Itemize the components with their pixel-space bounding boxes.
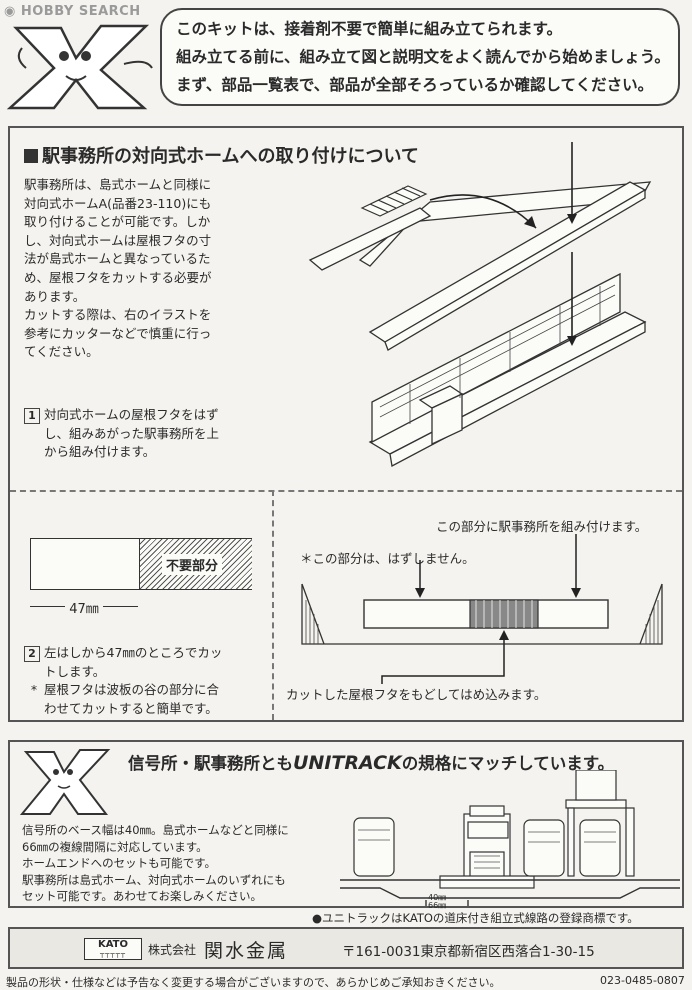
- square-bullet-icon: [24, 149, 38, 163]
- cut-placement-diagram: [301, 534, 663, 684]
- kato-logo: KATO ┬┬┬┬┬: [84, 938, 142, 960]
- platform-assembly-illustration: [308, 142, 652, 467]
- roof-lid-diagram: 不要部分: [30, 538, 252, 590]
- company-footer: KATO ┬┬┬┬┬ 株式会社 関水金属 〒161-0031東京都新宿区西落合1…: [8, 927, 684, 969]
- step-number: 2: [24, 646, 40, 662]
- callout-attach-office: この部分に駅事務所を組み付けます。: [436, 519, 648, 534]
- desc-line: ホームエンドへのセットも可能です。: [22, 856, 217, 870]
- company-prefix: 株式会社: [148, 943, 197, 957]
- unitrack-compat-panel: 信号所・駅事務所ともUNITRACKの規格にマッチしています。 信号所のベース幅…: [8, 740, 684, 910]
- desc-line: 66㎜の複線間隔に対応しています。: [22, 839, 208, 854]
- desc-line: め、屋根フタをカットする必要が: [24, 269, 212, 285]
- logo-track-icon: ┬┬┬┬┬: [99, 950, 127, 958]
- intro-line-3: まず、部品一覧表で、部品が全部そろっているか確認してください。: [176, 76, 654, 94]
- mascot-illustration: [6, 24, 153, 110]
- office-mounting-panel: 駅事務所の対向式ホームへの取り付けについて 駅事務所は、島式ホームと同様に 対向…: [8, 126, 684, 722]
- dimension-66: 66㎜: [428, 901, 447, 910]
- desc-line: 対向式ホームA(品番23-110)にも: [24, 195, 212, 211]
- unneeded-portion: 不要部分: [139, 539, 252, 589]
- mascot-small-illustration: [20, 749, 111, 815]
- company-name: 関水金属: [204, 940, 289, 962]
- divider: [10, 490, 682, 492]
- watermark: ◉ HOBBY SEARCH: [4, 4, 141, 19]
- desc-line: セット可能です。あわせてお楽しみください。: [22, 889, 263, 903]
- callout-reinsert-lid: カットした屋根フタをもどしてはめ込みます。: [286, 687, 547, 702]
- dimension-47: 47㎜: [30, 598, 138, 617]
- desc-line: てください。: [24, 344, 99, 360]
- desc-line: し、対向式ホームは屋根フタの寸: [24, 232, 212, 248]
- step-line: から組み付けます。: [44, 444, 156, 460]
- unitrack-brand: UNITRACK: [293, 752, 402, 774]
- unneeded-label: 不要部分: [162, 554, 223, 575]
- divider: [272, 490, 274, 720]
- step-number: 1: [24, 408, 40, 424]
- section-title: 駅事務所の対向式ホームへの取り付けについて: [24, 142, 419, 168]
- step-line: し、組みあがった駅事務所を上: [44, 425, 220, 441]
- section-title: 信号所・駅事務所ともUNITRACKの規格にマッチしています。: [128, 752, 615, 774]
- document-code: 023-0485-0807: [600, 974, 685, 987]
- mounting-description: 駅事務所は、島式ホームと同様に 対向式ホームA(品番23-110)にも 取り付け…: [24, 176, 212, 362]
- desc-line: 法が島式ホームと異なっているた: [24, 251, 211, 267]
- note-line: わせてカットすると簡単です。: [44, 700, 218, 716]
- desc-line: あります。: [24, 288, 86, 304]
- intro-notice: このキットは、接着剤不要で簡単に組み立てられます。 組み立てる前に、組み立て図と…: [160, 8, 680, 106]
- dimension-40: 40㎜: [428, 893, 447, 902]
- layout-illustration: [340, 770, 680, 906]
- note-marker: *: [30, 682, 38, 698]
- trademark-note: ●ユニトラックはKATOの道床付き組立式線路の登録商標です。: [312, 911, 639, 925]
- watermark-icon: ◉: [4, 4, 16, 19]
- desc-line: カットする際は、右のイラストを: [24, 307, 212, 323]
- step-line: トします。: [44, 663, 106, 679]
- desc-line: 駅事務所は、島式ホームと同様に: [24, 177, 212, 192]
- compat-description: 信号所のベース幅は40㎜。島式ホームなどと同様に 66㎜の複線間隔に対応していま…: [22, 822, 289, 905]
- callout-keep-part: ＊この部分は、はずしません。: [300, 551, 475, 566]
- disclaimer: 製品の形状・仕様などは予告なく変更する場合がございますので、あらかじめご承知おき…: [6, 976, 501, 989]
- desc-line: 参考にカッターなどで慎重に行っ: [24, 325, 212, 341]
- desc-line: 取り付けることが可能です。しか: [24, 214, 211, 230]
- intro-line-2: 組み立てる前に、組み立て図と説明文をよく読んでから始めましょう。: [176, 48, 670, 66]
- desc-line: 信号所のベース幅は40㎜。島式ホームなどと同様に: [22, 823, 289, 837]
- desc-line: 駅事務所は島式ホーム、対向式ホームのいずれにも: [22, 872, 286, 887]
- company-address: 〒161-0031東京都新宿区西落合1-30-15: [342, 944, 595, 960]
- intro-line-1: このキットは、接着剤不要で簡単に組み立てられます。: [176, 20, 562, 38]
